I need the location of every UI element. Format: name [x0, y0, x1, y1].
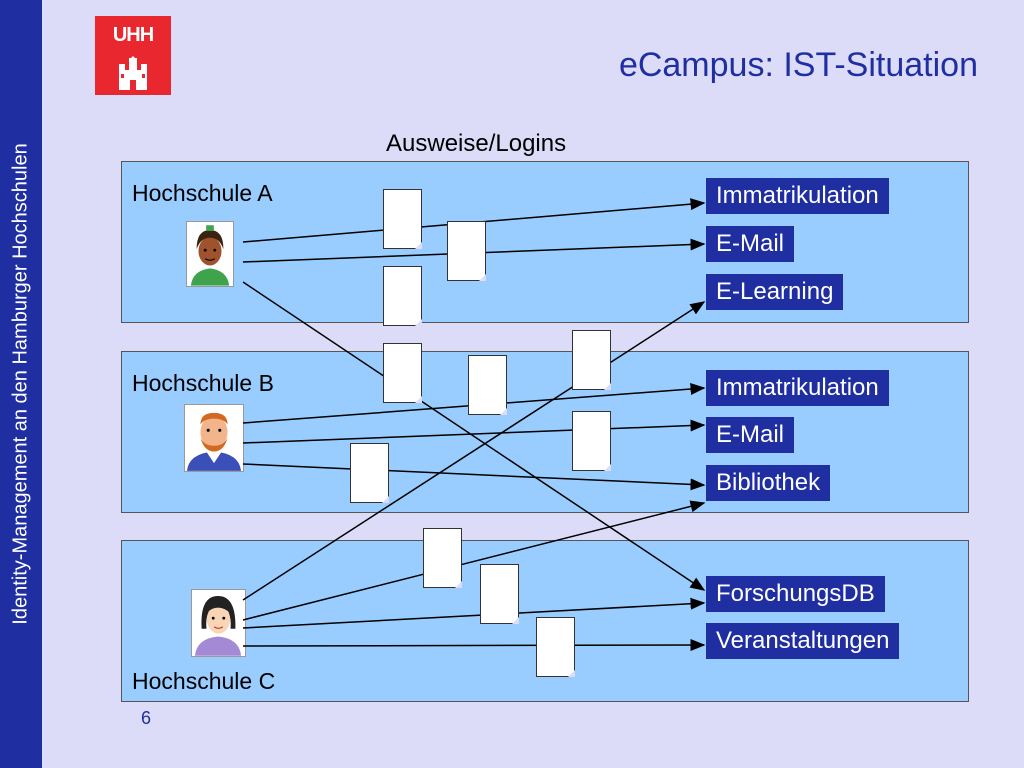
login-document	[383, 343, 422, 403]
arrow-c-forschungsdb	[242, 597, 706, 629]
service-b-email: E-Mail	[706, 417, 795, 453]
arrow-c-veranstaltungen	[242, 639, 706, 652]
service-a-elearning: E-Learning	[706, 274, 844, 310]
service-b-bibliothek: Bibliothek	[706, 465, 831, 501]
logo-text: UHH	[112, 24, 154, 46]
diagram-subtitle: Ausweise/Logins	[386, 130, 567, 157]
university-label-b: Hochschule B	[132, 370, 274, 396]
person-icon	[192, 590, 245, 656]
page-number: 6	[141, 708, 152, 728]
sidebar: Identity-Management an den Hamburger Hoc…	[0, 0, 42, 768]
university-label-c: Hochschule C	[132, 668, 276, 694]
university-label-a: Hochschule A	[132, 180, 273, 206]
login-document	[423, 528, 462, 588]
person-icon	[185, 405, 243, 471]
service-c-veranstaltungen: Veranstaltungen	[706, 623, 900, 659]
arrow-b-email	[242, 419, 706, 444]
student-avatar-b	[184, 404, 244, 472]
login-document	[536, 617, 575, 677]
castle-icon	[119, 56, 147, 90]
login-document	[350, 443, 389, 503]
person-icon	[187, 222, 233, 286]
student-avatar-c	[191, 589, 246, 657]
student-avatar-a	[186, 221, 234, 287]
login-document	[383, 189, 422, 249]
service-a-email: E-Mail	[706, 226, 795, 262]
arrow-c-bibliothek	[242, 500, 706, 621]
login-document	[572, 330, 611, 390]
arrow-a-forschungsdb	[242, 281, 706, 591]
login-document	[447, 221, 486, 281]
arrow-c-elearning	[242, 301, 706, 601]
login-document	[468, 355, 507, 415]
service-a-immatrikulation: Immatrikulation	[706, 178, 889, 214]
page-title: eCampus: IST-Situation	[618, 46, 978, 84]
uhh-logo: UHH	[95, 16, 171, 95]
login-document	[480, 564, 519, 624]
login-document	[572, 411, 611, 471]
login-document	[383, 266, 422, 326]
service-c-forschungsdb: ForschungsDB	[706, 576, 885, 612]
arrow-b-bibliothek	[242, 463, 706, 491]
service-b-immatrikulation: Immatrikulation	[706, 370, 889, 406]
